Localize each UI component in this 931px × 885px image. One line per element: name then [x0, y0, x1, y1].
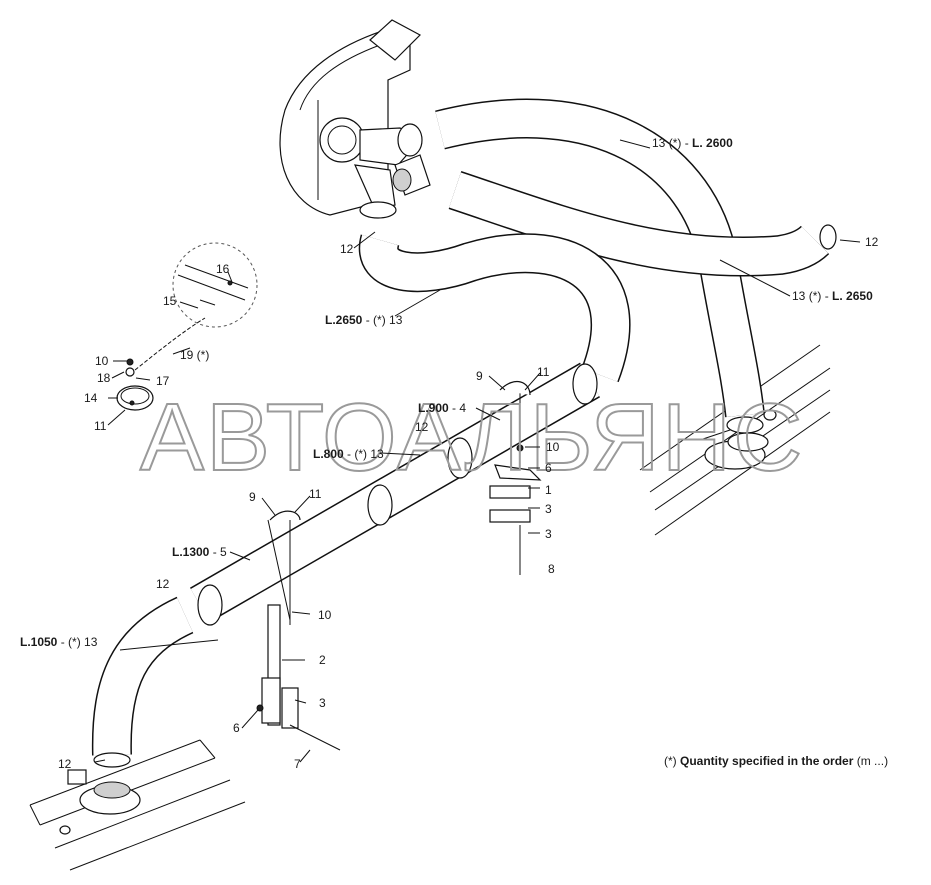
callout-8: 8	[548, 562, 555, 576]
callouts: 1 2 3 3 3 6 6 7 8 9 9 10 10 10 11 11 11 …	[58, 235, 879, 771]
callout-11: 11	[94, 419, 107, 433]
label-pipe-1300: L.1300 - 5	[172, 545, 227, 559]
label-hose-800: L.800 - (*) 13	[313, 447, 384, 461]
pipe-main	[190, 362, 600, 626]
callout-15: 15	[163, 294, 177, 308]
callout-10: 10	[95, 354, 109, 368]
rail-left	[29, 739, 246, 871]
label-hose-2650-mid: L.2650 - (*) 13	[325, 313, 403, 327]
callout-3: 3	[319, 696, 326, 710]
callout-10: 10	[546, 440, 560, 454]
hose-2600-end	[726, 224, 837, 452]
callout-16: 16	[216, 262, 230, 276]
label-pipe-900: L.900 - 4	[418, 401, 466, 415]
callout-18: 18	[97, 371, 111, 385]
callout-12: 12	[156, 577, 170, 591]
callout-12: 12	[865, 235, 879, 249]
support-bracket-right	[489, 380, 542, 575]
callout-3: 3	[545, 502, 552, 516]
callout-19: 19 (*)	[180, 348, 209, 362]
callout-6: 6	[545, 461, 552, 475]
watermark: АВТОАЛЬЯНС	[140, 384, 804, 491]
callout-6: 6	[233, 721, 240, 735]
callout-11: 11	[537, 365, 550, 379]
hose-1050	[91, 596, 194, 768]
callout-9: 9	[249, 490, 256, 504]
label-hose-1050: L.1050 - (*) 13	[20, 635, 98, 649]
quantity-note: (*) Quantity specified in the order (m .…	[664, 754, 888, 768]
note-bold: Quantity specified in the order	[680, 754, 854, 768]
note-suffix: (m ...)	[856, 754, 889, 768]
callout-12: 12	[58, 757, 72, 771]
callout-10: 10	[318, 608, 332, 622]
callout-2: 2	[319, 653, 326, 667]
callout-7: 7	[294, 757, 301, 771]
callout-3: 3	[545, 527, 552, 541]
callout-12: 12	[340, 242, 354, 256]
callout-12: 12	[415, 420, 429, 434]
hose-2650-mid	[358, 233, 631, 383]
label-hose-2650-top: 13 (*) - L. 2650	[792, 289, 873, 303]
label-hose-2600: 13 (*) - L. 2600	[652, 136, 733, 150]
blower-housing	[279, 19, 431, 219]
callout-1: 1	[545, 483, 552, 497]
hose-2600	[435, 98, 765, 418]
hose-2650-top	[448, 171, 830, 277]
clamp-assembly-detail	[116, 317, 206, 411]
detail-inset	[172, 242, 258, 328]
callout-9: 9	[476, 369, 483, 383]
support-bracket-left	[256, 510, 341, 751]
callout-11: 11	[309, 487, 322, 501]
callout-17: 17	[156, 374, 170, 388]
leader-lines	[94, 139, 861, 763]
note-prefix: (*)	[664, 754, 677, 768]
callout-14: 14	[84, 391, 98, 405]
